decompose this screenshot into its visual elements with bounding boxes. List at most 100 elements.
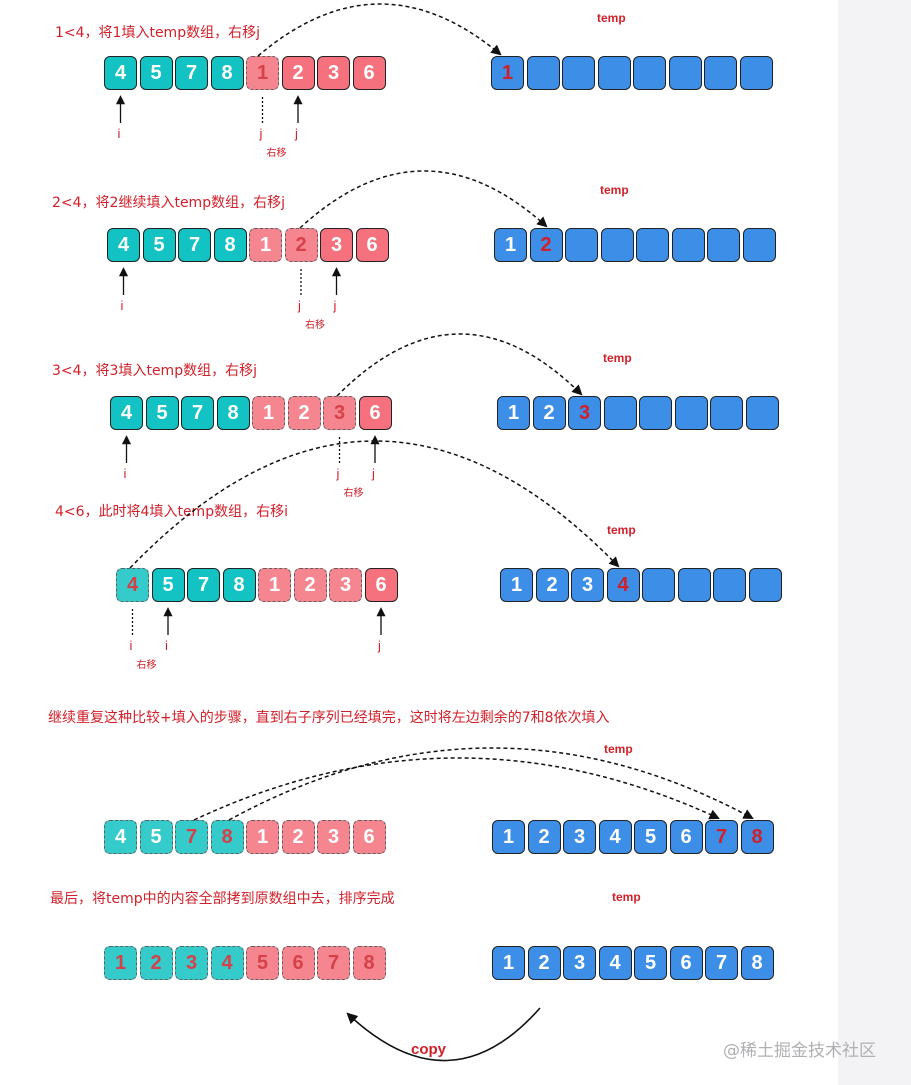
temp-cell: 2 [527,820,561,854]
temp-cell: 3 [563,946,596,980]
array-cell: 2 [139,946,173,980]
pointer-label-i: i [120,298,124,313]
array-cell: 2 [281,820,315,854]
temp-empty-cell [636,228,669,262]
array-cell: 7 [317,946,350,980]
temp-empty-cell [565,228,598,262]
step-caption: 2<4，将2继续填入temp数组，右移j [52,195,285,211]
array-cell: 2 [287,396,321,430]
temp-cell: 1 [497,396,530,430]
pointer-label-j: j [336,466,340,481]
temp-label: temp [612,890,641,904]
temp-cell: 4 [598,946,632,980]
arrow-layer [115,3,754,1062]
pointer-label-i: i [129,638,133,653]
array-cell: 4 [104,56,137,90]
temp-cell: 5 [634,946,667,980]
temp-cell: 7 [705,820,738,854]
temp-empty-cell [745,396,779,430]
pointer-label-i: i [165,638,168,653]
temp-empty-cell [526,56,560,90]
array-cell: 1 [249,228,282,262]
array-cell: 6 [352,820,386,854]
fill-arrow [129,440,620,569]
temp-label: temp [600,183,629,197]
array-cell: 4 [104,820,137,854]
array-cell: 8 [210,820,244,854]
copy-label: copy [411,1041,447,1058]
array-cell: 4 [116,568,149,602]
temp-cell: 2 [529,228,563,262]
temp-cell: 4 [598,820,632,854]
temp-empty-cell [707,228,740,262]
array-cell: 7 [181,396,214,430]
move-note: 右移 [305,320,325,331]
array-cell: 5 [142,228,176,262]
pointer-label-i: i [123,466,127,481]
move-note: 右移 [136,660,157,671]
temp-cell: 8 [740,946,774,980]
array-cell: 5 [139,56,173,90]
pointer-label-j: j [378,638,381,653]
array-cell: 1 [104,946,137,980]
temp-empty-cell [597,56,631,90]
temp-empty-cell [704,56,737,90]
temp-label: temp [604,742,633,756]
fill-arrow [299,170,548,229]
fill-arrow [257,3,502,57]
temp-cell: 6 [669,946,703,980]
array-cell: 8 [213,228,247,262]
pointer-label-j: j [372,466,375,481]
temp-cell: 2 [532,396,566,430]
fill-arrow-7 [193,757,720,821]
array-cell: 3 [329,568,362,602]
array-cell: 2 [293,568,327,602]
array-cell: 7 [178,228,211,262]
array-cell: 5 [145,396,179,430]
temp-cell: 1 [492,820,525,854]
temp-empty-cell [742,228,776,262]
temp-empty-cell [633,56,666,90]
array-cell: 4 [110,396,143,430]
step-caption: 继续重复这种比较+填入的步骤，直到右子序列已经填完，这时将左边剩余的7和8依次填… [48,710,610,726]
temp-cell: 2 [527,946,561,980]
temp-empty-cell [642,568,675,602]
temp-empty-cell [710,396,743,430]
page-sidebar-panel [838,0,911,1085]
temp-empty-cell [713,568,746,602]
array-cell: 6 [281,946,315,980]
array-cell: 7 [175,56,208,90]
array-cell: 5 [246,946,279,980]
array-cell: 8 [216,396,250,430]
step-caption: 1<4，将1填入temp数组，右移j [55,25,260,41]
array-cell: 4 [210,946,244,980]
fill-arrow-8 [228,747,754,821]
temp-empty-cell [674,396,708,430]
move-note: 右移 [266,148,287,159]
temp-empty-cell [748,568,782,602]
array-cell: 8 [222,568,256,602]
array-cell: 3 [317,820,350,854]
temp-cell: 5 [634,820,667,854]
temp-label: temp [597,11,626,25]
temp-cell: 3 [571,568,604,602]
fill-arrow [336,333,583,397]
array-cell: 5 [139,820,173,854]
temp-empty-cell [600,228,634,262]
array-cell: 6 [358,396,392,430]
array-cell: 5 [151,568,185,602]
watermark: @稀土掘金技术社区 [723,1041,876,1061]
temp-cell: 8 [740,820,774,854]
temp-cell: 1 [492,946,525,980]
temp-empty-cell [677,568,711,602]
array-cell: 1 [258,568,291,602]
pointer-label-j: j [298,298,301,313]
move-note: 右移 [343,488,364,499]
array-cell: 6 [352,56,386,90]
array-cell: 1 [246,820,279,854]
temp-cell: 3 [563,820,596,854]
array-cell: 6 [355,228,389,262]
temp-cell: 2 [535,568,569,602]
array-cell: 3 [175,946,208,980]
temp-cell: 6 [669,820,703,854]
